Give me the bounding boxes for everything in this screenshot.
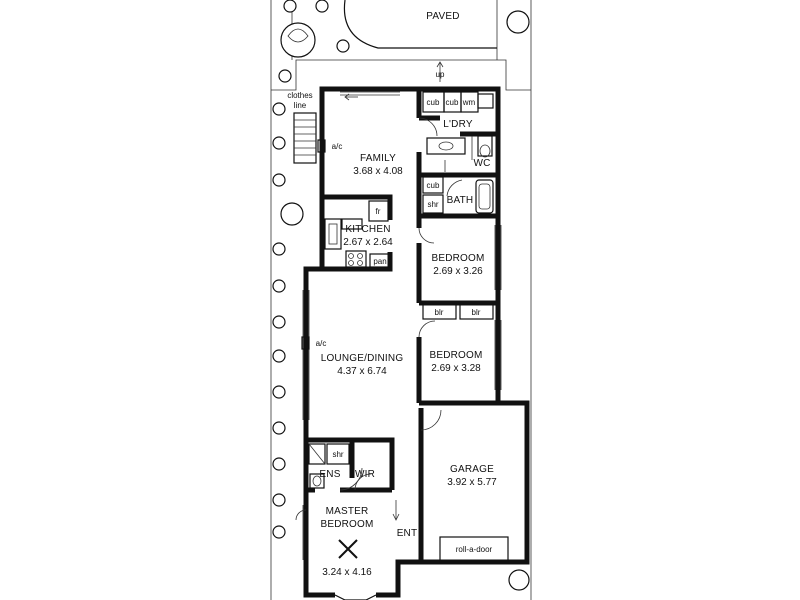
bedroom2-room-name: BEDROOM xyxy=(429,350,482,361)
clothesline-label-2: line xyxy=(294,101,307,110)
tree-icon xyxy=(272,421,286,435)
tree-icon xyxy=(280,202,304,226)
tree-icon xyxy=(272,102,286,116)
kitchen-fixtures: fr pan xyxy=(324,200,391,268)
shower-label: shr xyxy=(332,450,343,459)
garage-room-name: GARAGE xyxy=(450,464,494,475)
built-in-robe-label: blr xyxy=(472,308,481,317)
clothesline: clothes line xyxy=(287,91,317,164)
up-label: up xyxy=(436,70,445,79)
tree-icon xyxy=(280,22,316,58)
cub-label: cub xyxy=(427,98,440,107)
bath-room-name: BATH xyxy=(447,195,474,206)
tree-icon xyxy=(272,457,286,471)
tree-icon xyxy=(272,242,286,256)
ensuite-fixtures: shr xyxy=(308,443,350,489)
wir-room-name: WIR xyxy=(355,469,375,480)
roll-a-door-label: roll-a-door xyxy=(456,545,493,554)
bedroom1-room-dims: 2.69 x 3.26 xyxy=(433,266,483,277)
air-conditioners: a/c a/c xyxy=(301,139,343,350)
tree-icon xyxy=(272,279,286,293)
robes: blr blr xyxy=(422,303,494,320)
pantry-label: pan xyxy=(373,257,386,266)
entry-label: ENT xyxy=(397,528,418,539)
bedroom2-room-dims: 2.69 x 3.28 xyxy=(431,363,481,374)
clothesline-label-1: clothes xyxy=(287,91,312,100)
tree-icon xyxy=(508,569,530,591)
bath-fixtures: cub shr xyxy=(422,176,494,214)
shower-label: shr xyxy=(427,200,438,209)
ac-label: a/c xyxy=(332,142,343,151)
ac-label: a/c xyxy=(316,339,327,348)
laundry-fixtures: cub cub wm xyxy=(422,91,494,160)
property-boundary xyxy=(270,0,532,600)
family-room-name: FAMILY xyxy=(360,153,396,164)
tree-icon xyxy=(272,349,286,363)
wc-room-name: WC xyxy=(473,158,490,169)
lounge-room-name: LOUNGE/DINING xyxy=(321,353,404,364)
tree-icon xyxy=(272,136,286,150)
garage-room-dims: 3.92 x 5.77 xyxy=(447,477,497,488)
tree-icon xyxy=(336,39,350,53)
cub-label: cub xyxy=(446,98,459,107)
ceiling-fan-icon xyxy=(338,539,358,559)
kitchen-room-dims: 2.67 x 2.64 xyxy=(343,237,393,248)
tree-icon xyxy=(315,0,329,13)
tree-icon xyxy=(272,493,286,507)
master-room-name-2: BEDROOM xyxy=(320,519,373,530)
master-room-name-1: MASTER xyxy=(326,506,369,517)
family-room-dims: 3.68 x 4.08 xyxy=(353,166,403,177)
room-labels: FAMILY 3.68 x 4.08 KITCHEN 2.67 x 2.64 L… xyxy=(319,119,497,578)
laundry-room-name: L'DRY xyxy=(443,119,473,130)
tree-icon xyxy=(272,315,286,329)
cub-label: cub xyxy=(427,181,440,190)
paved-label: PAVED xyxy=(426,11,459,22)
fridge-label: fr xyxy=(376,207,381,216)
trees xyxy=(272,0,530,591)
kitchen-room-name: KITCHEN xyxy=(345,224,390,235)
garage-door: roll-a-door xyxy=(439,536,509,563)
doors xyxy=(295,93,446,521)
tree-icon xyxy=(272,385,286,399)
washing-machine-label: wm xyxy=(462,98,476,107)
exterior-walls xyxy=(303,86,530,600)
tree-icon xyxy=(283,0,297,13)
ensuite-room-name: ENS xyxy=(319,469,340,480)
tree-icon xyxy=(272,525,286,539)
lounge-room-dims: 4.37 x 6.74 xyxy=(337,366,387,377)
windows xyxy=(302,91,502,560)
built-in-robe-label: blr xyxy=(435,308,444,317)
tree-icon xyxy=(272,173,286,187)
paved-area: PAVED up xyxy=(343,0,497,82)
tree-icon xyxy=(506,10,530,34)
bedroom1-room-name: BEDROOM xyxy=(431,253,484,264)
master-room-dims: 3.24 x 4.16 xyxy=(322,567,372,578)
tree-icon xyxy=(278,69,292,83)
